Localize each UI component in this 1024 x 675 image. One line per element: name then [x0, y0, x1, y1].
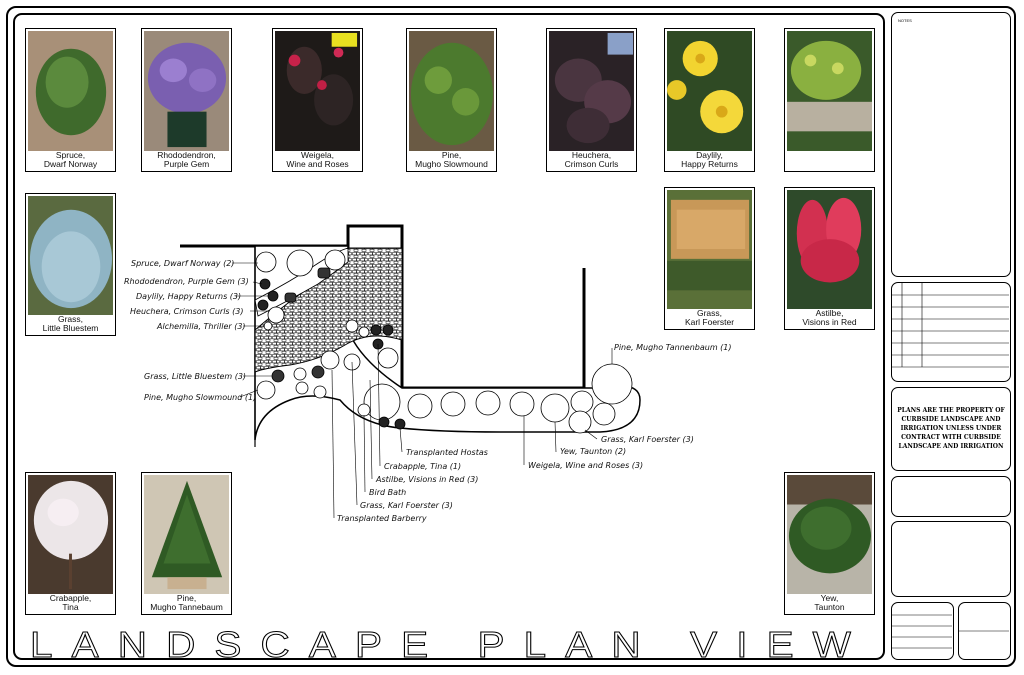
planting-bed: [254, 245, 641, 441]
plant-caption: Astilbe, Visions in Red: [802, 308, 857, 327]
plan-title-text: LANDSCAPE PLAN VIEW: [30, 628, 870, 662]
plant-card-crabapple: Crabapple, Tina: [25, 472, 116, 615]
plant-card-pine-tannebaum: Pine, Mugho Tannebaum: [141, 472, 232, 615]
plan-title: LANDSCAPE PLAN VIEW: [30, 628, 870, 662]
plan-label: Daylily, Happy Returns (3): [136, 292, 242, 301]
plant-card-yew: Yew, Taunton: [784, 472, 875, 615]
plant-caption: Pine, Mugho Slowmound: [415, 150, 488, 169]
plan-label: Astilbe, Visions in Red (3): [376, 475, 479, 484]
plan-label: Grass, Karl Foerster (3): [360, 501, 453, 510]
notes-box: NOTES: [891, 12, 1011, 277]
sheet-info-box: [958, 602, 1011, 660]
plan-label: Pine, Mugho Tannenbaum (1): [614, 343, 732, 352]
plant-caption: Spruce, Dwarf Norway: [43, 150, 98, 169]
plant-card-grass-little-bluestem: Grass, Little Bluestem: [25, 193, 116, 336]
plant-card-pine-mugho: Pine, Mugho Slowmound: [406, 28, 497, 172]
plant-caption: Pine, Mugho Tannebaum: [150, 593, 223, 612]
plan-label: Grass, Karl Foerster (3): [601, 435, 694, 444]
plant-caption: Daylily, Happy Returns: [681, 150, 738, 169]
title-block-box: [891, 521, 1011, 597]
plant-caption: Weigela, Wine and Roses: [286, 150, 349, 169]
plan-label: Weigela, Wine and Roses (3): [528, 461, 644, 470]
plant-card-heuchera: Heuchera, Crimson Curls: [546, 28, 637, 172]
plant-card-weigela: Weigela, Wine and Roses: [272, 28, 363, 172]
plant-caption: Rhododendron, Purple Gem: [157, 150, 216, 169]
project-info-box: [891, 602, 954, 660]
plant-caption: Crabapple, Tina: [49, 593, 92, 612]
plan-label: Crabapple, Tina (1): [384, 462, 462, 471]
ownership-notice: PLANS ARE THE PROPERTY OF CURBSIDE LANDS…: [897, 407, 1005, 450]
plant-caption: Grass, Karl Foerster: [684, 308, 735, 327]
plan-label: Alchemilla, Thriller (3): [157, 322, 246, 331]
ownership-notice-box: PLANS ARE THE PROPERTY OF CURBSIDE LANDS…: [891, 387, 1011, 471]
plant-card-spruce: Spruce, Dwarf Norway: [25, 28, 116, 172]
plant-card-grass-karl-foerster: Grass, Karl Foerster: [664, 187, 755, 330]
plan-label: Transplanted Hostas: [406, 448, 488, 457]
plan-area: [13, 13, 885, 660]
plant-card-rhododendron: Rhododendron, Purple Gem: [141, 28, 232, 172]
plant-caption: Yew, Taunton: [814, 593, 845, 612]
plan-label: Rhododendron, Purple Gem (3): [124, 277, 249, 286]
plant-caption: Heuchera, Crimson Curls: [564, 150, 619, 169]
plan-label: Pine, Mugho Slowmound (1): [144, 393, 257, 402]
plan-label: Grass, Little Bluestem (3): [144, 372, 247, 381]
plan-label: Heuchera, Crimson Curls (3): [130, 307, 244, 316]
plan-label: Yew, Taunton (2): [560, 447, 627, 456]
title-block-box: [891, 476, 1011, 517]
drawing-sheet: [6, 6, 1016, 667]
plant-symbols: [255, 249, 633, 434]
plan-label: Spruce, Dwarf Norway (2): [131, 259, 235, 268]
revision-table: [891, 282, 1011, 382]
plant-card-alchemilla: [784, 28, 875, 172]
notes-label: NOTES: [898, 18, 912, 23]
plan-label: Transplanted Barberry: [337, 514, 427, 523]
plan-label: Bird Bath: [369, 488, 407, 497]
plant-caption: Grass, Little Bluestem: [42, 314, 99, 333]
leader-lines: [232, 262, 613, 519]
plant-card-daylily: Daylily, Happy Returns: [664, 28, 755, 172]
plant-card-astilbe: Astilbe, Visions in Red: [784, 187, 875, 330]
